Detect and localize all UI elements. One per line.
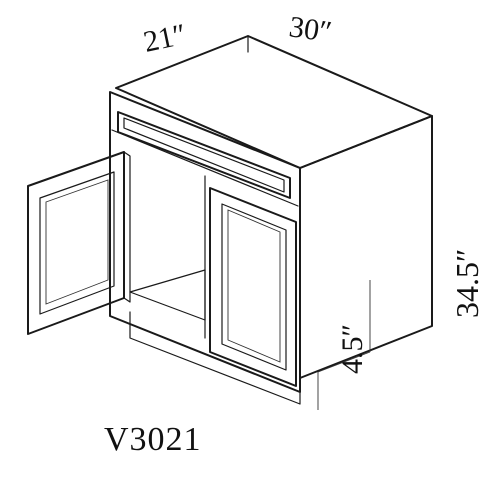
- toe-kick-dimension-lines: [317, 280, 371, 410]
- right-door-panel-inner: [227, 209, 281, 363]
- toe-kick-leader: [317, 280, 371, 410]
- toe-kick-dimension-label: 4.5″: [336, 324, 369, 374]
- interior-floor: [129, 269, 206, 321]
- model-number: V3021: [104, 421, 202, 458]
- cabinet-interior: [129, 269, 206, 321]
- drawer-panel-inner: [123, 117, 285, 193]
- right-door-outer: [209, 187, 297, 387]
- depth-dimension-label: 21″: [141, 18, 189, 59]
- left-door-open: [27, 151, 131, 335]
- face-frame-rail: [111, 129, 299, 207]
- cabinet-carcass: [115, 35, 433, 379]
- left-door-panel: [39, 171, 115, 315]
- height-dimension-label: 34.5″: [449, 249, 485, 318]
- cabinet-inner-back: [247, 35, 433, 123]
- right-door-panel: [221, 203, 287, 371]
- cabinet-face-frame: [109, 91, 301, 405]
- cabinet-top-opening: [115, 35, 433, 169]
- false-drawer-front: [117, 111, 291, 199]
- left-door-panel-inner: [45, 179, 109, 305]
- drawer-panel-outer: [117, 111, 291, 199]
- toe-kick: [129, 311, 301, 405]
- right-door-closed: [209, 187, 297, 387]
- width-dimension-label: 30″: [287, 10, 334, 49]
- left-door-edge: [123, 151, 131, 303]
- cabinet-side-panel: [299, 115, 433, 379]
